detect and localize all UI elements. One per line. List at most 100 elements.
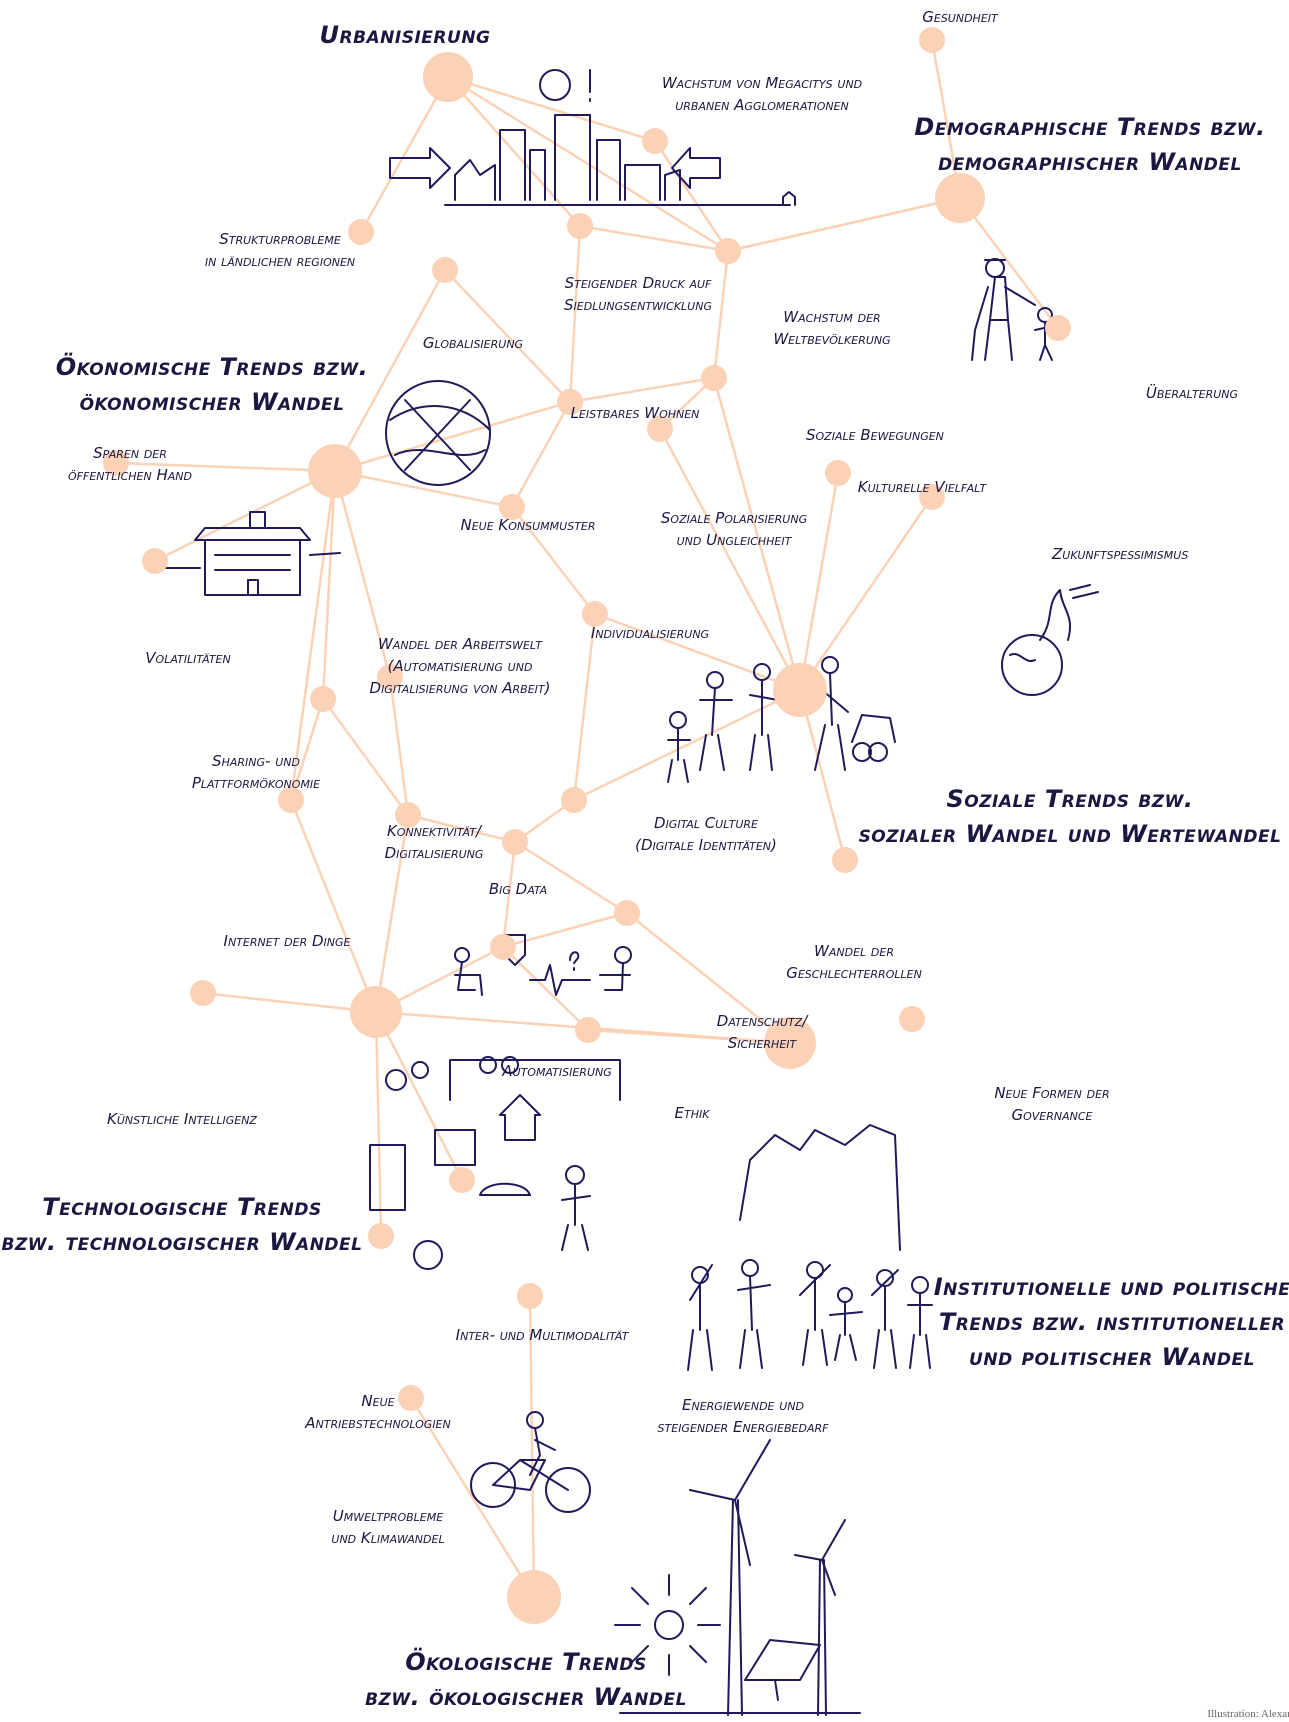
edge-konnekt-tech [374, 814, 410, 1013]
edge-wohnen-konsum [510, 401, 572, 508]
node-urban [423, 52, 473, 102]
trend-label-strukturprobleme-line-1: Strukturprobleme [219, 230, 341, 248]
edge-sozial-geschl [798, 689, 847, 861]
trend-label-individualisierung: Individualisierung [590, 624, 710, 642]
trend-label-antriebe-line-2: Antriebstechnologien [305, 1414, 451, 1432]
node-energie [517, 1283, 543, 1309]
globe-sketch [385, 380, 491, 486]
edge-automat-ethik [502, 946, 589, 1031]
trend-label-arbeitswelt-line-1: Wandel der Arbeitswelt [377, 635, 542, 653]
generations-sketch [971, 258, 1059, 361]
trend-label-governance: Neue Formen der Governance [994, 1082, 1109, 1126]
trend-label-volatilitaeten: Volatilitäten [145, 649, 231, 667]
trend-label-sharing-line-2: Plattformökonomie [191, 774, 321, 792]
node-ethik [575, 1017, 601, 1043]
hub-label-demographisch: Demographische Trends bzw. demographisch… [914, 110, 1265, 180]
technology-circuit-sketch [369, 1056, 621, 1270]
hub-label-sozial-line-2: sozialer Wandel und Wertewandel [858, 820, 1282, 848]
trend-label-sharing-line-1: Sharing- und [212, 752, 300, 770]
city-skyline-sketch [389, 69, 796, 206]
edge-global-wohnen [444, 269, 571, 403]
node-siedlung [567, 213, 593, 239]
node-digcult [561, 787, 587, 813]
trend-label-energiewende-line-1: Energiewende und [681, 1396, 805, 1414]
node-oeko [308, 444, 362, 498]
node-internet [278, 787, 304, 813]
edge-polar-sozial [658, 428, 802, 691]
node-demo [935, 173, 985, 223]
trend-label-digital-culture: Digital Culture (Digitale Identitäten) [635, 812, 777, 856]
node-sozial [773, 663, 827, 717]
trend-label-governance-line-1: Neue Formen der [994, 1084, 1110, 1102]
trend-label-weltbevoelkerung-line-1: Wachstum der [783, 308, 881, 326]
trend-label-leistbares-wohnen: Leistbares Wohnen [570, 404, 700, 422]
trend-label-ethik: Ethik [674, 1104, 710, 1122]
edge-layer [115, 39, 1059, 1598]
trend-label-ueberalterung: Überalterung [1145, 384, 1239, 402]
node-konnekt [395, 802, 421, 828]
trend-label-globalisierung: Globalisierung [422, 334, 524, 352]
budget-building-sketch [164, 511, 341, 596]
hub-label-sozial-line-1: Soziale Trends bzw. [946, 785, 1194, 813]
trend-label-siedlungsdruck-line-2: Siedlungsentwicklung [564, 296, 712, 314]
trend-label-polarisierung-line-1: Soziale Polarisierung [660, 509, 808, 527]
node-struktur [348, 219, 374, 245]
trend-label-sparen: Sparen der öffentlichen Hand [68, 442, 192, 486]
hub-label-oekonomisch-line-2: ökonomischer Wandel [79, 388, 345, 416]
bicycle-sketch [470, 1411, 591, 1513]
edge-sharing-konnekt [321, 698, 410, 816]
node-indiv [582, 601, 608, 627]
trend-label-arbeitswelt: Wandel der Arbeitswelt (Automatisierung … [370, 633, 551, 699]
trend-label-konnektivitaet-line-2: Digitalisierung [384, 844, 484, 862]
edge-datensch-inst [626, 912, 791, 1044]
trend-label-gesundheit: Gesundheit [922, 8, 998, 26]
node-weltbev [715, 238, 741, 264]
trend-label-geschlechterrollen-line-1: Wandel der [814, 942, 894, 960]
protest-crowd-sketch [687, 1124, 933, 1371]
trend-label-energiewende-line-2: steigender Energiebedarf [657, 1418, 829, 1436]
trend-label-multimodalitaet: Inter- und Multimodalität [455, 1326, 629, 1344]
edge-indiv-digcult [572, 613, 597, 801]
node-tech [350, 986, 402, 1038]
trend-label-automatisierung: Automatisierung [502, 1062, 612, 1080]
node-govern [899, 1006, 925, 1032]
edge-wohnen-sozbew [569, 376, 715, 404]
trend-label-antriebe: Neue Antriebstechnologien [305, 1390, 450, 1434]
trend-label-governance-line-2: Governance [1011, 1106, 1093, 1124]
trend-label-konnektivitaet: Konnektivität/ Digitalisierung [385, 820, 484, 864]
trend-label-sharing: Sharing- und Plattformökonomie [192, 750, 320, 794]
trend-label-arbeitswelt-line-3: Digitalisierung von Arbeit) [369, 679, 551, 697]
edge-demo-gesundheit [930, 39, 962, 199]
edge-sozbew-sozial [712, 377, 802, 691]
communication-sketch [454, 934, 632, 996]
edge-tech-antrieb [374, 1011, 383, 1237]
trend-label-polarisierung: Soziale Polarisierung und Ungleichheit [661, 507, 807, 551]
node-automat [490, 934, 516, 960]
edge-sozial-kultur [798, 472, 840, 691]
node-zukunft [919, 484, 945, 510]
edge-sozial-zukunft [798, 496, 934, 691]
hub-label-technologisch-line-2: bzw. technologischer Wandel [1, 1228, 363, 1256]
node-multimod [449, 1167, 475, 1193]
trend-label-zukunftspessimismus: Zukunftspessimismus [1052, 545, 1189, 563]
trend-label-digital-culture-line-2: (Digitale Identitäten) [635, 836, 777, 854]
wind-turbine-sketch [619, 1439, 861, 1716]
edge-automat-datensch [502, 911, 628, 949]
edge-oeko-volat [154, 469, 336, 563]
trend-label-konsummuster: Neue Konsummuster [460, 516, 596, 534]
trend-label-kulturelle-vielfalt: Kulturelle Vielfalt [857, 478, 987, 496]
trend-label-ki: Künstliche Intelligenz [107, 1110, 257, 1128]
illustration-credit: Illustration: Alexandra Dier [1207, 1708, 1289, 1720]
node-polar [647, 416, 673, 442]
node-sparen [103, 450, 129, 476]
hub-label-institutionell-line-1: Institutionelle und politische [933, 1273, 1289, 1301]
hub-label-institutionell-line-3: und politischer Wandel [969, 1343, 1255, 1371]
hub-label-oekonomisch-line-1: Ökonomische Trends bzw. [55, 353, 369, 381]
edge-oeko-arbeit [333, 470, 392, 678]
trend-label-megacitys-line-1: Wachstum von Megacitys und [661, 74, 863, 92]
edge-tech-multimod [374, 1011, 464, 1181]
hub-label-oekologisch: Ökologische Trends bzw. ökologischer Wan… [365, 1645, 687, 1715]
edge-oekol-umwelt [409, 1397, 536, 1598]
trend-label-strukturprobleme: Strukturprobleme in ländlichen regionen [205, 228, 355, 272]
node-arbeit [377, 664, 403, 690]
